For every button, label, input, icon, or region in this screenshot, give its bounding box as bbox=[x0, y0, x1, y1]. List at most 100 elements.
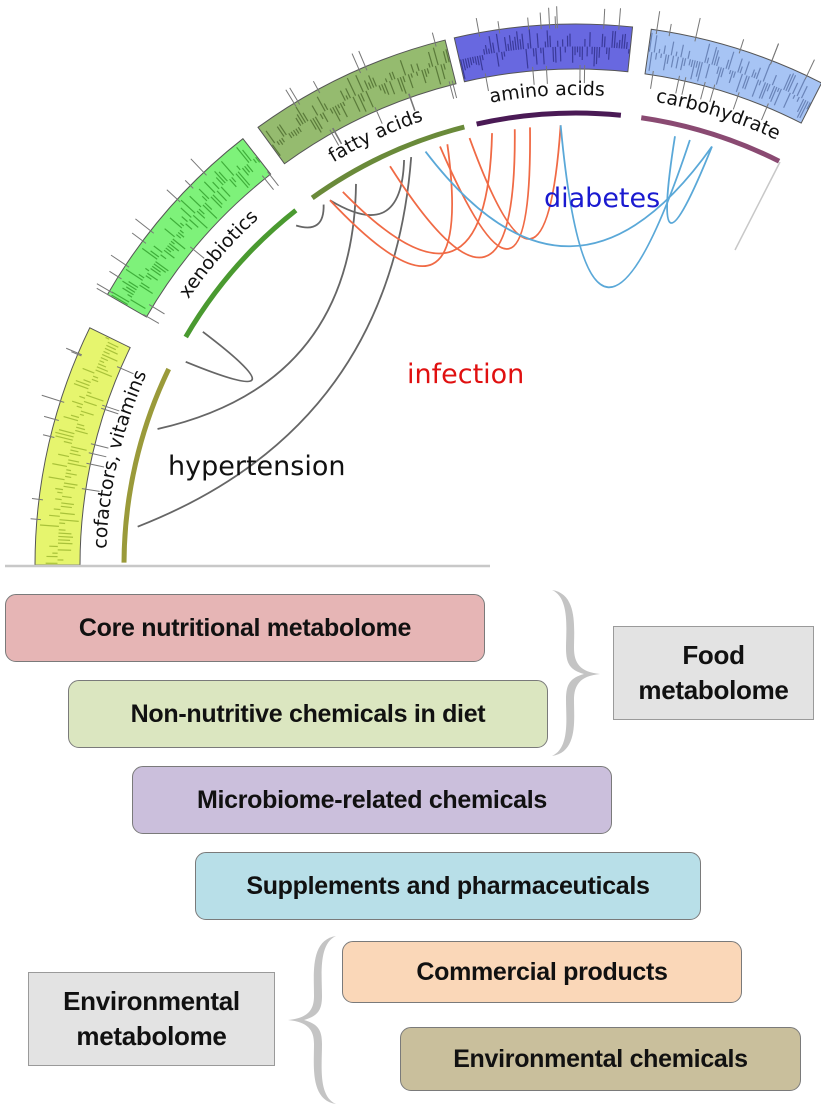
band-tick bbox=[111, 291, 130, 303]
band-tick bbox=[554, 46, 557, 63]
band-tick bbox=[532, 48, 535, 57]
band-tick bbox=[476, 55, 480, 66]
band-tick bbox=[295, 117, 302, 126]
band-tick bbox=[95, 369, 113, 378]
band-tick bbox=[751, 69, 756, 78]
band-tick bbox=[666, 54, 670, 64]
band-tick bbox=[122, 280, 137, 291]
segment-arc bbox=[310, 124, 465, 200]
group-food-line1: Food bbox=[682, 640, 745, 670]
band-tick bbox=[104, 347, 118, 355]
band-tick bbox=[389, 80, 396, 95]
band-tick bbox=[355, 75, 364, 93]
band-tick bbox=[432, 47, 439, 66]
band-tick bbox=[196, 210, 206, 219]
band-tick bbox=[399, 60, 407, 76]
band-tick bbox=[542, 47, 545, 65]
link-label-diabetes: diabetes bbox=[544, 183, 660, 214]
band-tick bbox=[549, 35, 552, 48]
band-tick bbox=[76, 405, 83, 409]
link-diabetes bbox=[424, 146, 713, 248]
band-tick bbox=[141, 247, 158, 260]
band-tick bbox=[265, 130, 276, 144]
band-tick bbox=[296, 114, 304, 125]
band-spike bbox=[312, 80, 321, 94]
band-tick bbox=[519, 39, 522, 50]
band-tick bbox=[170, 240, 175, 245]
band-spike bbox=[184, 180, 194, 189]
band-tick bbox=[155, 261, 169, 272]
band-spike bbox=[66, 347, 83, 356]
band-tick bbox=[799, 101, 809, 119]
band-tick bbox=[311, 105, 319, 116]
band-spike bbox=[71, 351, 82, 357]
category-environmental-chemicals: Environmental chemicals bbox=[400, 1027, 801, 1091]
band-tick bbox=[212, 194, 223, 205]
band-tick bbox=[521, 33, 525, 50]
band-tick bbox=[329, 108, 334, 114]
band-tick bbox=[608, 47, 610, 60]
band-tick bbox=[172, 238, 186, 250]
band-tick bbox=[728, 70, 734, 84]
band-tick bbox=[771, 74, 777, 86]
band-tick bbox=[688, 59, 692, 66]
band-tick bbox=[216, 190, 227, 202]
band-tick bbox=[66, 469, 72, 472]
band-tick bbox=[339, 90, 346, 101]
band-tick bbox=[434, 65, 442, 85]
band-tick bbox=[360, 93, 365, 102]
band-tick bbox=[367, 82, 372, 89]
band-tick bbox=[720, 67, 725, 78]
band-tick bbox=[363, 80, 370, 91]
band-tick bbox=[785, 73, 795, 92]
band-spike bbox=[101, 407, 119, 415]
band-tick bbox=[705, 63, 711, 79]
category-microbiome: Microbiome-related chemicals bbox=[132, 766, 612, 834]
band-tick bbox=[690, 60, 696, 80]
band-tick bbox=[278, 139, 284, 145]
band-tick bbox=[744, 76, 750, 90]
band-tick bbox=[727, 51, 735, 70]
band-spike bbox=[655, 11, 661, 35]
band-spike bbox=[694, 17, 701, 42]
band-tick bbox=[479, 55, 484, 71]
band-tick bbox=[125, 268, 143, 281]
band-spike bbox=[109, 270, 122, 280]
segment-band bbox=[106, 137, 272, 318]
band-tick bbox=[383, 83, 390, 95]
band-spike bbox=[42, 434, 55, 439]
band-tick bbox=[75, 426, 86, 431]
band-tick bbox=[474, 56, 478, 65]
link-hypertension bbox=[295, 204, 325, 229]
band-tick bbox=[60, 505, 72, 509]
band-tick bbox=[739, 66, 743, 74]
band-tick bbox=[58, 539, 71, 541]
band-spike bbox=[31, 498, 44, 501]
band-tick bbox=[145, 267, 150, 272]
band-tick bbox=[732, 71, 736, 78]
band-tick bbox=[397, 77, 403, 92]
band-spike bbox=[709, 84, 716, 103]
band-tick bbox=[288, 133, 293, 139]
band-tick bbox=[139, 284, 153, 295]
band-spike bbox=[358, 50, 368, 71]
band-tick bbox=[783, 73, 792, 91]
band-tick bbox=[372, 77, 377, 87]
band-tick bbox=[58, 532, 72, 535]
band-tick bbox=[147, 272, 159, 281]
band-spike bbox=[285, 89, 297, 107]
band-spike bbox=[329, 129, 340, 146]
band-tick bbox=[55, 431, 74, 438]
band-tick bbox=[292, 129, 298, 136]
band-tick bbox=[399, 76, 407, 94]
band-tick bbox=[618, 39, 621, 49]
band-tick bbox=[442, 51, 448, 64]
band-tick bbox=[278, 124, 287, 136]
right-brace-icon bbox=[552, 590, 600, 756]
band-spike bbox=[650, 70, 654, 89]
band-tick bbox=[52, 463, 68, 468]
band-tick bbox=[653, 35, 658, 53]
band-tick bbox=[528, 28, 532, 49]
band-tick bbox=[65, 475, 72, 479]
